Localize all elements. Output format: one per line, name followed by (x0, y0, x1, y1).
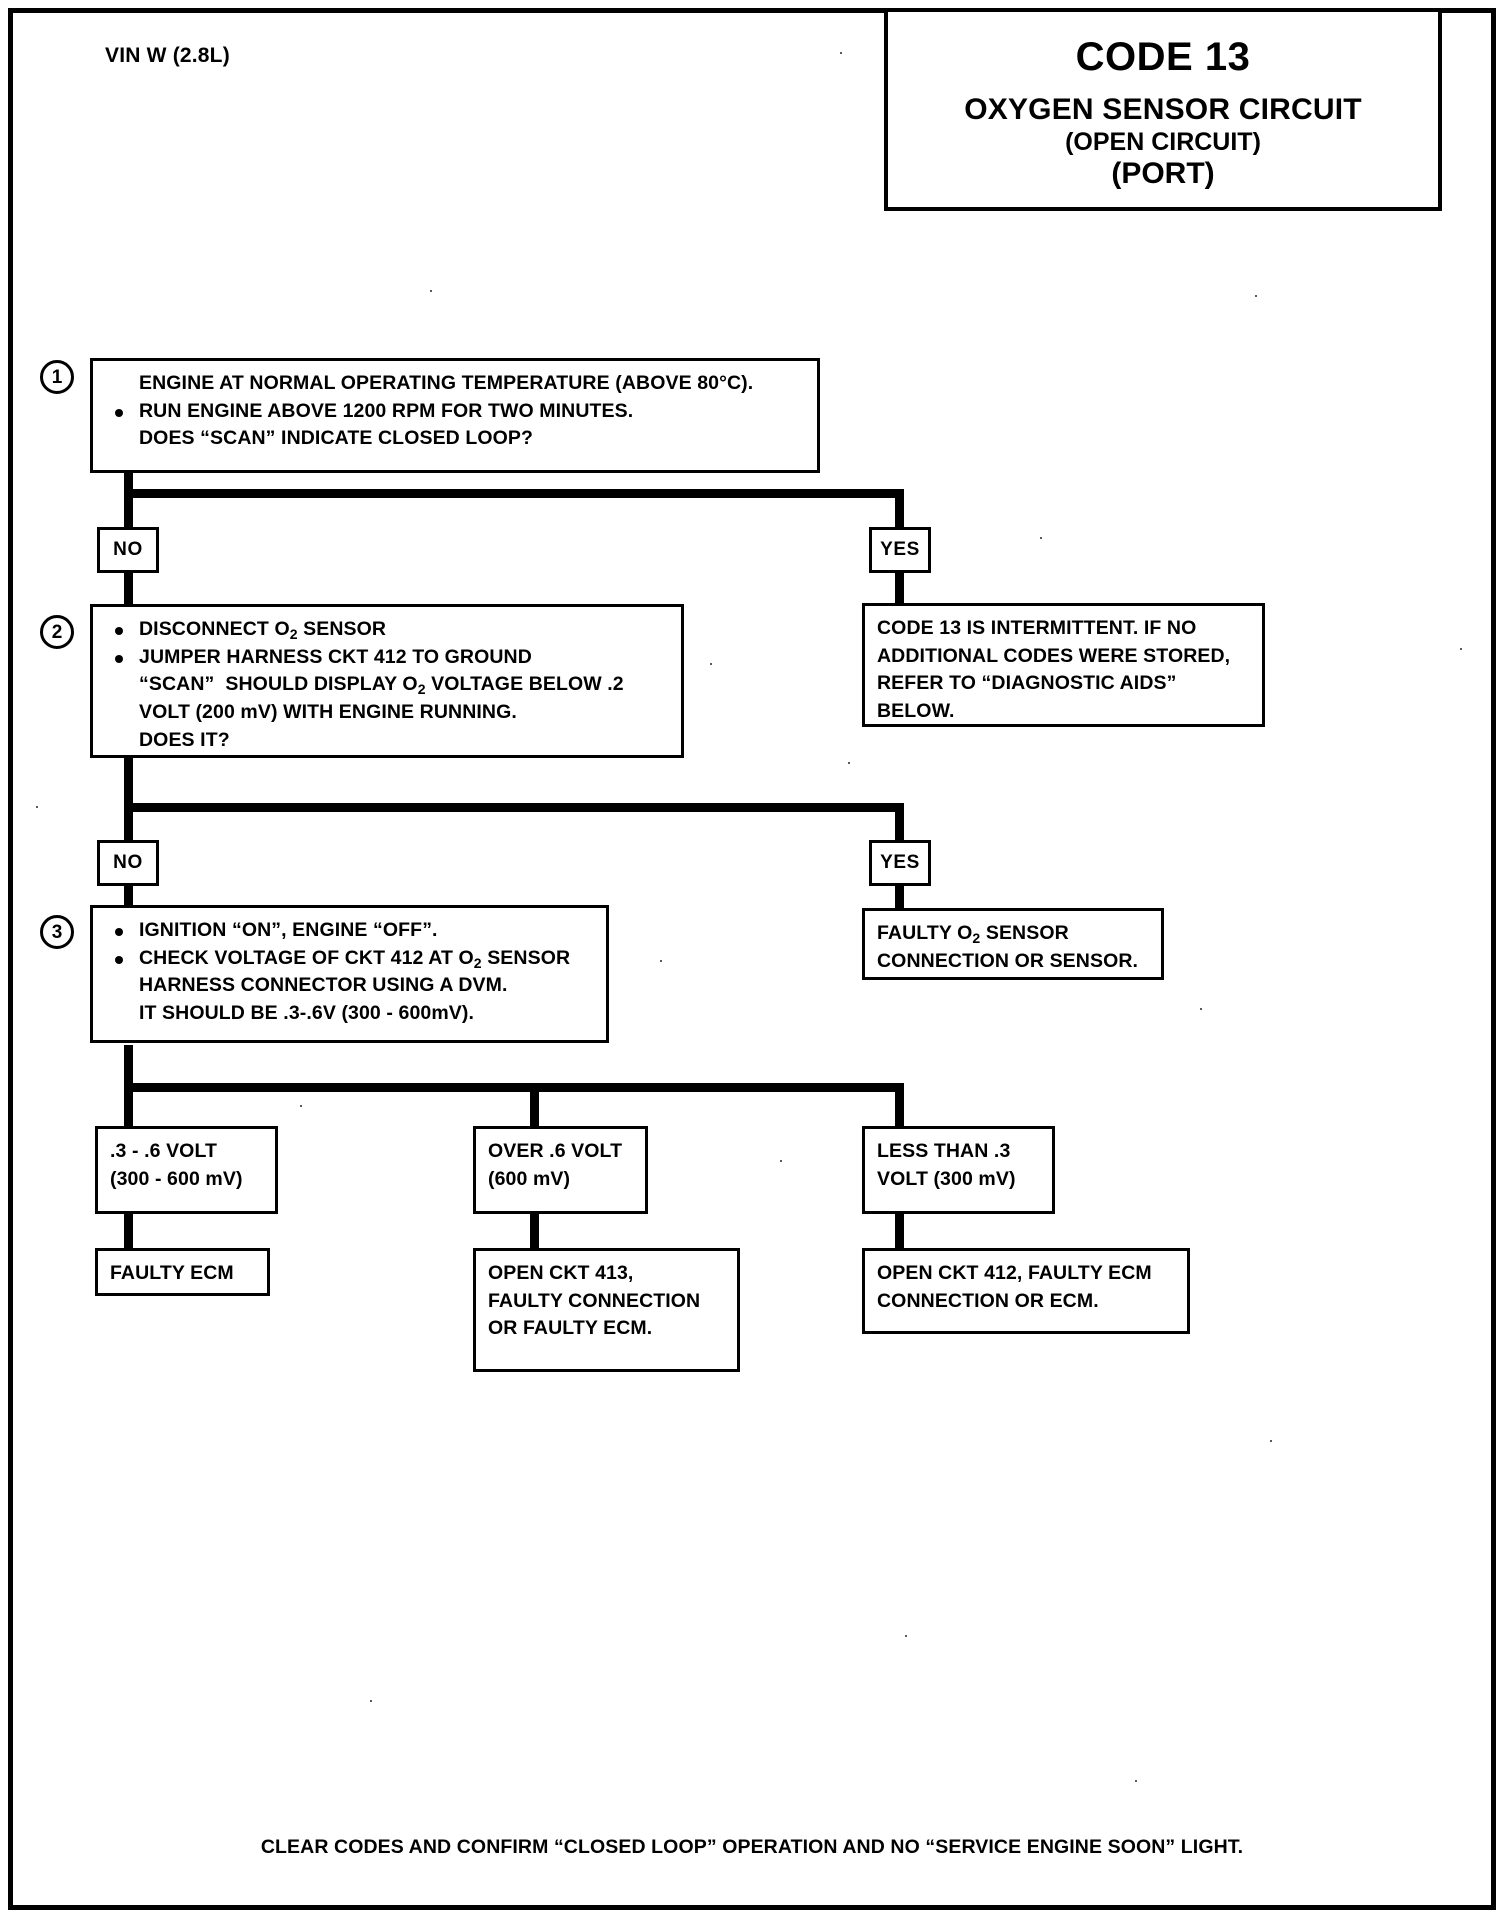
scan-speck (1200, 1008, 1202, 1010)
step-2-line-5: DOES IT? (139, 728, 230, 751)
step-3-line-4: IT SHOULD BE .3-.6V (300 - 600mV). (139, 1002, 474, 1025)
connector-branch-b-stem (530, 1083, 539, 1128)
circuit-title: OXYGEN SENSOR CIRCUIT (964, 93, 1362, 126)
volt-under-line-2: VOLT (300 mV) (877, 1167, 1016, 1190)
step-3-line-3: HARNESS CONNECTOR USING A DVM. (139, 974, 508, 997)
step-2-line-3: “SCAN” SHOULD DISPLAY O2 VOLTAGE BELOW .… (105, 671, 671, 699)
step-3-text-2: CHECK VOLTAGE OF CKT 412 AT O2 SENSOR (139, 946, 571, 971)
result-faulty-ecm-box: FAULTY ECM (95, 1248, 270, 1296)
open-413-line-3: OR FAULTY ECM. (488, 1317, 653, 1340)
branch-label-no-1: NO (97, 527, 159, 573)
scan-speck (848, 762, 850, 764)
open-circuit-subtitle: (OPEN CIRCUIT) (1065, 127, 1261, 156)
result-faulty-sensor-text-1: FAULTY O2 SENSOR (877, 922, 1069, 946)
connector-step3-stem (124, 1045, 133, 1090)
step-3-list: IGNITION “ON”, ENGINE “OFF”. CHECK VOLTA… (105, 917, 596, 1028)
result-faulty-sensor-line-2: CONNECTION OR SENSOR. (877, 949, 1139, 972)
connector-step2-stem (124, 755, 133, 810)
connector-result-b-stem (530, 1213, 539, 1253)
step-1-line-2: RUN ENGINE ABOVE 1200 RPM FOR TWO MINUTE… (105, 398, 807, 426)
scan-speck (905, 1635, 907, 1637)
connector-branch-a-stem (124, 1083, 133, 1128)
open-413-line-1: OPEN CKT 413, (488, 1262, 634, 1284)
step-1-line-1: ENGINE AT NORMAL OPERATING TEMPERATURE (… (139, 372, 754, 394)
step-number-1: 1 (40, 360, 74, 394)
page-border (8, 8, 1496, 1910)
connector-step2-bus (124, 803, 904, 812)
connector-step1-stem (124, 470, 133, 495)
scan-speck (430, 290, 432, 292)
result-intermittent-line-1: CODE 13 IS INTERMITTENT. IF NO (877, 617, 1197, 639)
code-title: CODE 13 (1075, 35, 1251, 79)
port-subtitle: (PORT) (1111, 156, 1215, 190)
open-412-line-1: OPEN CKT 412, FAULTY ECM (877, 1262, 1152, 1284)
connector-result-c-stem (895, 1213, 904, 1253)
result-intermittent-box: CODE 13 IS INTERMITTENT. IF NO ADDITIONA… (862, 603, 1265, 727)
step-2-line-2: JUMPER HARNESS CKT 412 TO GROUND (105, 644, 671, 672)
step-3-line-1: IGNITION “ON”, ENGINE “OFF”. (105, 917, 596, 945)
step-1-box: ENGINE AT NORMAL OPERATING TEMPERATURE (… (90, 358, 820, 473)
connector-result-a-stem (124, 1213, 133, 1253)
result-intermittent-line-4: BELOW. (877, 700, 955, 723)
step-2-list: DISCONNECT O2 SENSOR JUMPER HARNESS CKT … (105, 616, 671, 754)
open-413-line-2: FAULTY CONNECTION (488, 1289, 701, 1312)
result-open-412-box: OPEN CKT 412, FAULTY ECM CONNECTION OR E… (862, 1248, 1190, 1334)
volt-in-range-line-1: .3 - .6 VOLT (110, 1140, 218, 1162)
faulty-ecm-line-1: FAULTY ECM (110, 1262, 234, 1284)
step-2-box: DISCONNECT O2 SENSOR JUMPER HARNESS CKT … (90, 604, 684, 758)
step-2-text-3: “SCAN” SHOULD DISPLAY O2 VOLTAGE BELOW .… (139, 673, 624, 698)
connector-step3-bus (124, 1083, 904, 1092)
open-412-line-2: CONNECTION OR ECM. (877, 1289, 1099, 1312)
scan-speck (1460, 648, 1462, 650)
volt-under-line-1: LESS THAN .3 (877, 1140, 1011, 1162)
result-volt-over-box: OVER .6 VOLT (600 mV) (473, 1126, 648, 1214)
step-2-text-1: DISCONNECT O2 SENSOR (139, 618, 387, 642)
scan-speck (710, 663, 712, 665)
scan-speck (370, 1700, 372, 1702)
volt-in-range-line-2: (300 - 600 mV) (110, 1167, 243, 1190)
step-1-line-3: DOES “SCAN” INDICATE CLOSED LOOP? (139, 427, 534, 450)
result-open-413-box: OPEN CKT 413, FAULTY CONNECTION OR FAULT… (473, 1248, 740, 1372)
step-number-3: 3 (40, 915, 74, 949)
step-3-line-2: CHECK VOLTAGE OF CKT 412 AT O2 SENSOR (105, 945, 596, 973)
scan-speck (300, 1105, 302, 1107)
scan-speck (1255, 295, 1257, 297)
scan-speck (780, 1160, 782, 1162)
step-number-2: 2 (40, 615, 74, 649)
scan-speck (1040, 537, 1042, 539)
scan-speck (660, 960, 662, 962)
connector-branch-c-stem (895, 1083, 904, 1128)
volt-over-line-1: OVER .6 VOLT (488, 1140, 623, 1162)
step-1-list: ENGINE AT NORMAL OPERATING TEMPERATURE (… (105, 370, 807, 453)
vin-label: VIN W (2.8L) (105, 44, 230, 67)
title-box: CODE 13 OXYGEN SENSOR CIRCUIT (OPEN CIRC… (884, 8, 1442, 211)
step-2-line-4: VOLT (200 mV) WITH ENGINE RUNNING. (139, 701, 517, 724)
footer-note: CLEAR CODES AND CONFIRM “CLOSED LOOP” OP… (260, 1836, 1244, 1858)
step-3-box: IGNITION “ON”, ENGINE “OFF”. CHECK VOLTA… (90, 905, 609, 1043)
result-volt-under-box: LESS THAN .3 VOLT (300 mV) (862, 1126, 1055, 1214)
result-faulty-sensor-box: FAULTY O2 SENSOR CONNECTION OR SENSOR. (862, 908, 1164, 980)
branch-label-no-2: NO (97, 840, 159, 886)
result-volt-in-range-box: .3 - .6 VOLT (300 - 600 mV) (95, 1126, 278, 1214)
scan-speck (1270, 1440, 1272, 1442)
result-intermittent-line-2: ADDITIONAL CODES WERE STORED, (877, 644, 1231, 667)
result-faulty-sensor-line-1: FAULTY O2 SENSOR (877, 920, 1151, 948)
step-2-line-1: DISCONNECT O2 SENSOR (105, 616, 671, 644)
connector-step1-bus (124, 489, 904, 498)
branch-label-yes-1: YES (869, 527, 931, 573)
branch-label-yes-2: YES (869, 840, 931, 886)
scan-speck (36, 806, 38, 808)
scan-speck (1135, 1780, 1137, 1782)
volt-over-line-2: (600 mV) (488, 1167, 571, 1190)
result-intermittent-line-3: REFER TO “DIAGNOSTIC AIDS” (877, 672, 1177, 695)
scan-speck (840, 52, 842, 54)
